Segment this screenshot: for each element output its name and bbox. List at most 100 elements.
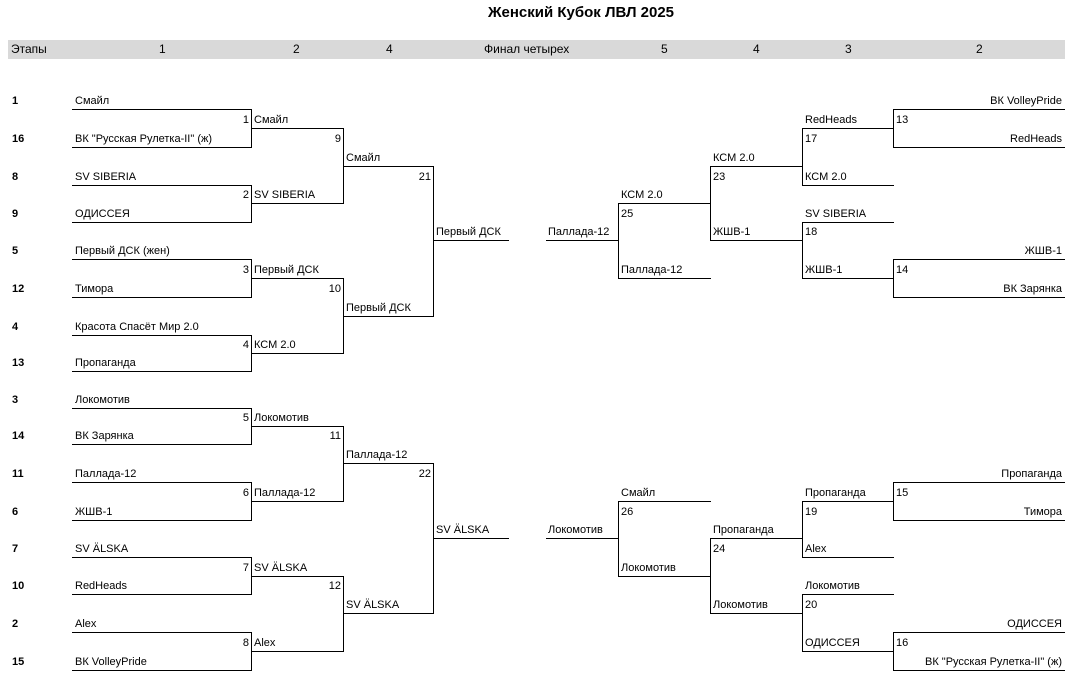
bracket-line [802,501,803,558]
bracket-line [618,501,619,577]
seed-number: 16 [12,133,25,145]
bracket-line [72,670,252,671]
bracket-line [343,576,344,652]
stage-label-5: 5 [661,42,668,56]
bracket-line [802,128,894,129]
match-number: 7 [242,562,249,574]
team-name: Первый ДСК [436,226,501,238]
team-name: Смайл [254,114,289,126]
bracket-line [251,353,344,354]
team-name: RedHeads [1010,133,1062,145]
bracket-line [251,501,344,502]
bracket-line [343,613,434,614]
bracket-line [802,278,894,279]
bracket-line [72,594,252,595]
bracket-line [251,651,344,652]
team-name: ВК VolleyPride [75,656,147,668]
match-number: 1 [242,114,249,126]
stage-label-2: 2 [293,42,300,56]
team-name: Alex [75,618,97,630]
bracket-line [72,109,252,110]
match-number: 11 [329,430,341,442]
bracket-line [618,576,711,577]
bracket-line [710,166,711,241]
seed-number: 1 [12,95,19,107]
stage-label-final-four: Финал четырех [484,42,570,56]
team-name: Локомотив [713,599,768,611]
bracket-line [72,408,252,409]
stage-label-1: 1 [159,42,166,56]
bracket-line [893,632,1065,633]
bracket-line [710,613,803,614]
bracket-line [72,371,252,372]
team-name: Пропаганда [75,357,136,369]
team-name: КСМ 2.0 [805,171,847,183]
bracket-line [893,482,1065,483]
team-name: ОДИССЕЯ [75,208,130,220]
seed-number: 12 [12,283,25,295]
team-name: SV SIBERIA [805,208,867,220]
team-name: SV ÄLSKA [254,562,308,574]
bracket-line [802,501,894,502]
seed-number: 3 [12,394,19,406]
team-name: Локомотив [254,412,309,424]
match-number: 16 [896,637,909,649]
match-number: 14 [896,264,909,276]
match-number: 25 [621,208,634,220]
bracket-line [893,520,1065,521]
stage-label-4: 4 [386,42,393,56]
bracket-line [893,109,1065,110]
bracket-line [710,538,803,539]
match-number: 19 [805,506,818,518]
team-name: Паллада-12 [548,226,610,238]
stage-label-4-right: 4 [753,42,760,56]
team-name: SV ÄLSKA [346,599,400,611]
team-name: Первый ДСК [346,302,411,314]
team-name: ЖШВ-1 [713,226,751,238]
bracket-line [802,594,803,652]
bracket-line [343,463,434,464]
bracket-line [72,482,252,483]
bracket-line [72,520,252,521]
team-name: ВК Зарянка [1003,283,1062,295]
seed-number: 5 [12,245,19,257]
match-number: 6 [242,487,249,499]
bracket-line [710,240,803,241]
team-name: ОДИССЕЯ [1007,618,1062,630]
team-name: Первый ДСК (жен) [75,245,170,257]
team-name: SV ÄLSKA [436,524,490,536]
bracket-line [893,632,894,671]
bracket-line [343,316,434,317]
bracket-line [893,259,1065,260]
team-name: Локомотив [805,580,860,592]
team-name: КСМ 2.0 [713,152,755,164]
bracket-line [433,166,434,317]
team-name: ЖШВ-1 [75,506,113,518]
bracket-line [893,147,1065,148]
team-name: ВК Зарянка [75,430,134,442]
team-name: SV SIBERIA [254,189,316,201]
seed-number: 13 [12,357,25,369]
bracket-line [72,557,252,558]
team-name: Alex [254,637,276,649]
seed-number: 14 [12,430,25,442]
match-number: 18 [805,226,818,238]
match-number: 21 [418,171,431,183]
team-name: Тимора [75,283,114,295]
team-name: Локомотив [548,524,603,536]
bracket-line [546,538,619,539]
bracket-line [893,297,1065,298]
team-name: Alex [805,543,827,555]
team-name: ВК "Русская Рулетка-II" (ж) [75,133,213,145]
bracket-line [710,538,711,614]
page-title: Женский Кубок ЛВЛ 2025 [487,4,675,21]
team-name: КСМ 2.0 [254,339,296,351]
bracket-line [251,576,344,577]
seed-number: 11 [12,468,24,480]
bracket-line [802,557,894,558]
team-name: RedHeads [805,114,857,126]
seed-number: 4 [12,321,19,333]
match-number: 3 [242,264,249,276]
bracket-line [802,128,803,186]
bracket-line [893,259,894,298]
